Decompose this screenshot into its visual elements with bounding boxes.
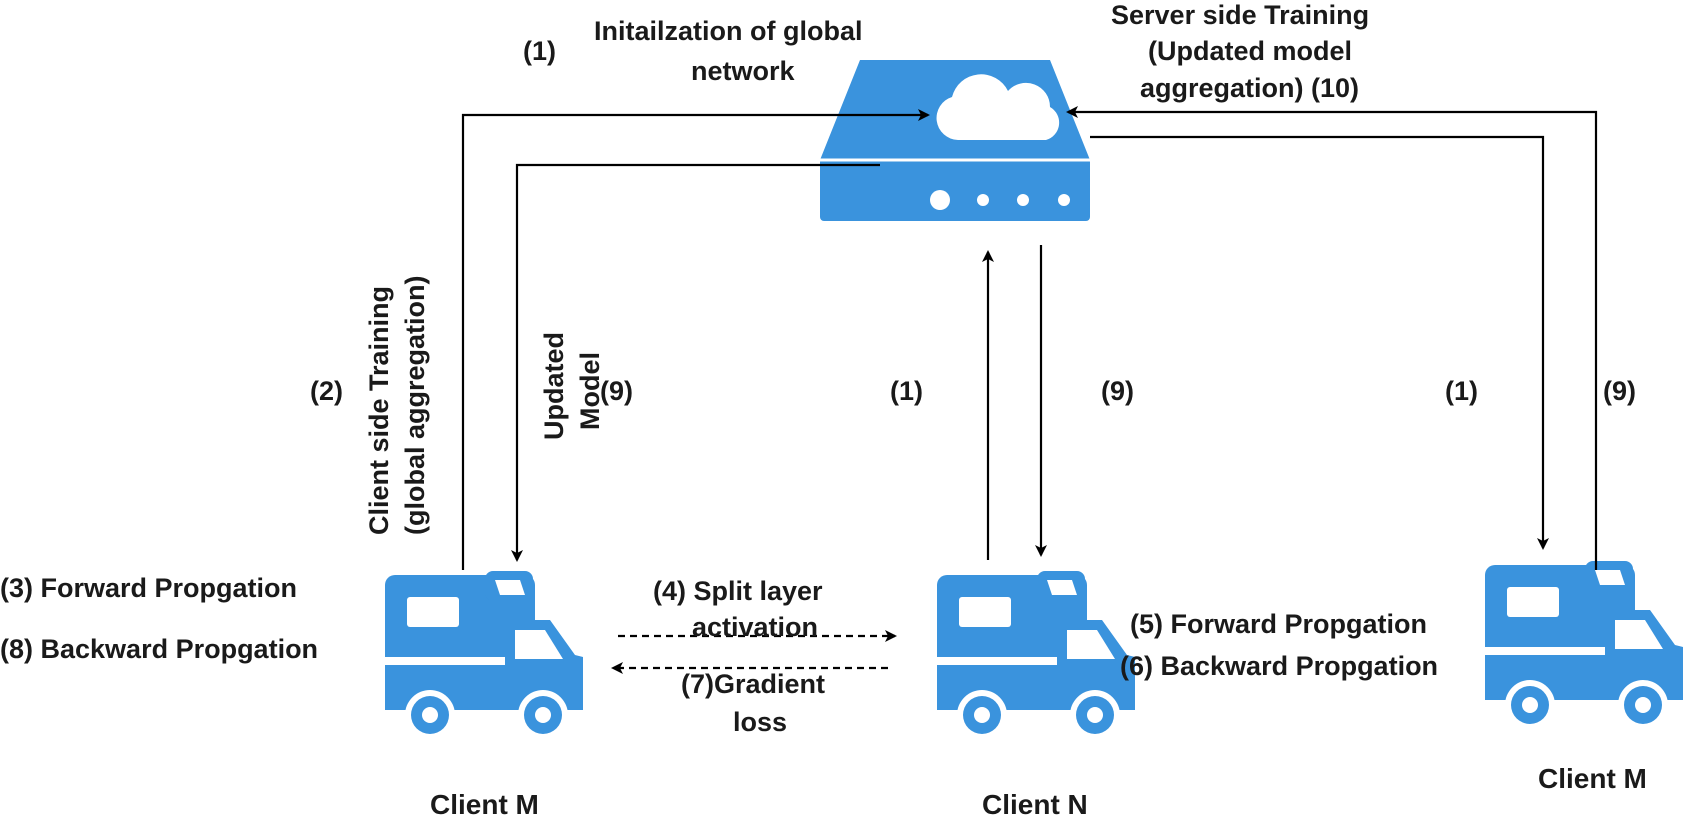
server-training-line3: aggregation) (10): [1140, 73, 1359, 103]
step1-mid-label: (1): [890, 376, 923, 406]
split-layer-line2: activation: [692, 612, 818, 642]
connectors: [461, 106, 1598, 674]
backward-propagation-mid: (6) Backward Propgation: [1120, 651, 1438, 681]
gradient-loss-line2: loss: [733, 707, 787, 737]
server-training-line2: (Updated model: [1148, 36, 1352, 66]
client-side-training-line1: Client side Training: [364, 286, 394, 535]
split-layer-line1: (4) Split layer: [653, 576, 823, 606]
step1-right-label: (1): [1445, 376, 1478, 406]
arrow-init-left: [461, 109, 930, 570]
client-side-training-line2: (global aggregation): [400, 276, 430, 536]
step1-top-label: (1): [523, 36, 556, 66]
step2-label: (2): [310, 376, 343, 406]
updated-model-line2: Model: [575, 352, 605, 430]
updated-model-line1: Updated: [539, 332, 569, 440]
client-middle-label: Client N: [982, 789, 1088, 819]
step9-mid-label: (9): [1101, 376, 1134, 406]
camper-truck-icon-client-left: [385, 571, 583, 740]
client-left-label: Client M: [430, 789, 539, 819]
step9-left-label: (9): [600, 376, 633, 406]
camper-truck-icon-client-middle: [937, 571, 1135, 740]
backward-propagation-left: (8) Backward Propgation: [0, 634, 318, 664]
arrow-aggregation-right: [1066, 106, 1598, 570]
step9-right-label: (9): [1603, 376, 1636, 406]
forward-propagation-mid: (5) Forward Propgation: [1130, 609, 1427, 639]
camper-truck-icon-client-right: [1485, 561, 1683, 730]
arrow-updated-model-left: [511, 163, 880, 562]
arrow-server-to-right: [1090, 135, 1549, 550]
client-right-label: Client M: [1538, 763, 1647, 794]
init-label-line2: network: [691, 56, 796, 86]
cloud-server-icon: [820, 60, 1090, 221]
server-training-line1: Server side Training: [1111, 0, 1369, 30]
init-label-line1: Initailzation of global: [594, 16, 862, 46]
forward-propagation-left: (3) Forward Propgation: [0, 573, 297, 603]
gradient-loss-line1: (7)Gradient: [681, 669, 825, 699]
